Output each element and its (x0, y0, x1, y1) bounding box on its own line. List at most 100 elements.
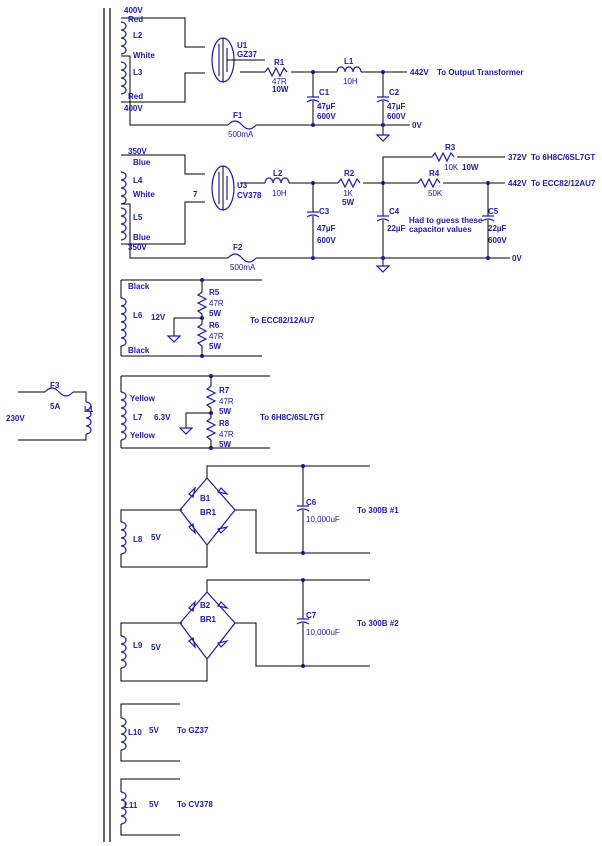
coil-l2 (120, 21, 127, 55)
capacitor-c7-value: 10,000uF (306, 628, 340, 637)
resistor-r1-id: R1 (274, 58, 285, 67)
capacitor-c4-value: 22µF (387, 224, 406, 233)
resistor-r8 (205, 417, 217, 441)
mains-voltage: 230V (6, 414, 25, 423)
resistor-r4 (417, 177, 441, 189)
capacitor-c3-id: C3 (319, 207, 330, 216)
capacitor-c6-value: 10,000uF (306, 515, 340, 524)
resistor-r8-value: 47R (219, 430, 234, 439)
capacitor-c2-id: C2 (389, 88, 400, 97)
hv2-blue-bottom: Blue (133, 233, 151, 242)
heater1-destination: To ECC82/12AU7 (250, 316, 315, 325)
filament2-destination: To 300B #2 (357, 619, 399, 628)
hv2-output1-destination: To 6H8C/6SL7GT (531, 153, 595, 162)
coil-l3-id: L3 (133, 68, 143, 77)
filament1-voltage: 5V (151, 533, 161, 542)
choke-l2 (264, 177, 290, 184)
tube-u1-id: U1 (237, 41, 248, 50)
heater1-bottom-wire: Black (128, 346, 150, 355)
resistor-r2-watts: 5W (342, 198, 354, 207)
hv2-top-voltage: 350V (128, 147, 147, 156)
resistor-r3-id: R3 (445, 143, 456, 152)
fuse-f2-id: F2 (233, 243, 243, 252)
fuse-f3-rating: 5A (50, 402, 60, 411)
fuse-f2 (227, 253, 257, 263)
capacitor-c5-id: C5 (488, 207, 499, 216)
resistor-r1-watts: 10W (272, 85, 289, 94)
ground-symbol-4 (178, 427, 194, 435)
coil-l1 (85, 401, 92, 435)
bridge-rectifier-b2 (179, 591, 236, 660)
resistor-r8-id: R8 (219, 419, 230, 428)
tube-u1-type: GZ37 (237, 50, 258, 59)
fuse-f1 (227, 120, 257, 130)
guess-note-line2: capacitor values (409, 225, 472, 234)
capacitor-c5-volts: 600V (488, 236, 507, 245)
coil-l8 (120, 521, 127, 555)
coil-l7-id: L7 (133, 413, 143, 422)
filament1-destination: To 300B #1 (357, 506, 399, 515)
resistor-r4-value: 50K (428, 189, 443, 198)
guess-note-line1: Had to guess these (409, 216, 483, 225)
resistor-r7-value: 47R (219, 397, 234, 406)
capacitor-c1 (306, 99, 320, 103)
fuse-f2-value: 500mA (230, 263, 256, 272)
resistor-r5-id: R5 (209, 288, 220, 297)
heater-supply-12v: Black L6 12V Black R5 47R 5W R6 47R 5W T… (120, 278, 315, 358)
resistor-r7 (205, 385, 217, 409)
resistor-r7-watts: 5W (219, 407, 231, 416)
bridge-b1-name: BR1 (200, 508, 217, 517)
coil-l5 (120, 207, 127, 241)
fuse-f3 (44, 387, 74, 397)
fuse-f3-id: F3 (50, 381, 60, 390)
capacitor-c6-id: C6 (306, 498, 317, 507)
hv1-white: White (133, 51, 155, 60)
filament-supply-300b-1: B1 BR1 L8 5V C6 10,000uF To 300B #1 (120, 464, 399, 568)
hv2-bottom-voltage: 350V (128, 243, 147, 252)
coil-l11-id: L11 (124, 801, 138, 810)
choke-l1 (336, 66, 362, 73)
capacitor-c4 (376, 218, 390, 222)
resistor-r7-id: R7 (219, 386, 230, 395)
resistor-r2 (337, 177, 361, 189)
coil-l2-id: L2 (133, 31, 143, 40)
capacitor-c7-id: C7 (306, 611, 317, 620)
capacitor-c1-volts: 600V (317, 112, 336, 121)
filament4-destination: To CV378 (177, 800, 213, 809)
coil-l5-id: L5 (133, 213, 143, 222)
capacitor-c1-value: 47µF (317, 102, 336, 111)
capacitor-c3 (306, 214, 320, 218)
choke-l1-value: 10H (343, 77, 358, 86)
heater2-destination: To 6H8C/6SL7GT (260, 413, 324, 422)
resistor-r5-value: 47R (209, 299, 224, 308)
hv1-red-top: Red (128, 15, 143, 24)
filament-supply-300b-2: B2 BR1 L9 5V C7 10,000uF To 300B #2 (120, 578, 399, 682)
capacitor-c3-volts: 600V (317, 236, 336, 245)
tube-u3-type: CV378 (237, 191, 262, 200)
capacitor-c5 (481, 218, 495, 222)
fuse-f1-value: 500mA (228, 130, 254, 139)
resistor-r6 (196, 323, 208, 347)
coil-l10-id: L10 (128, 728, 142, 737)
coil-l6-id: L6 (133, 311, 143, 320)
hv2-ground-label: 0V (512, 254, 522, 263)
capacitor-c2 (376, 99, 390, 103)
capacitor-c1-id: C1 (319, 88, 330, 97)
resistor-r4-id: R4 (429, 169, 440, 178)
filament-supply-gz37: L10 5V To GZ37 (120, 703, 209, 762)
ground-symbol-2 (375, 265, 391, 273)
hv1-ground-label: 0V (412, 121, 422, 130)
capacitor-c2-volts: 600V (387, 112, 406, 121)
coil-l9-id: L9 (133, 641, 143, 650)
ground-symbol-1 (375, 134, 391, 142)
heater1-top-wire: Black (128, 282, 150, 291)
transformer-core (103, 8, 111, 842)
heater-supply-6v3: Yellow L7 6.3V Yellow R7 47R 5W R8 47R 5… (120, 374, 324, 450)
hv2-output1-voltage: 372V (508, 153, 527, 162)
resistor-r5-watts: 5W (209, 309, 221, 318)
heater2-top-wire: Yellow (130, 394, 156, 403)
coil-l3 (120, 61, 127, 95)
bridge-b2-id: B2 (200, 601, 211, 610)
resistor-r1-value: 47R (272, 77, 287, 86)
coil-l8-id: L8 (133, 535, 143, 544)
